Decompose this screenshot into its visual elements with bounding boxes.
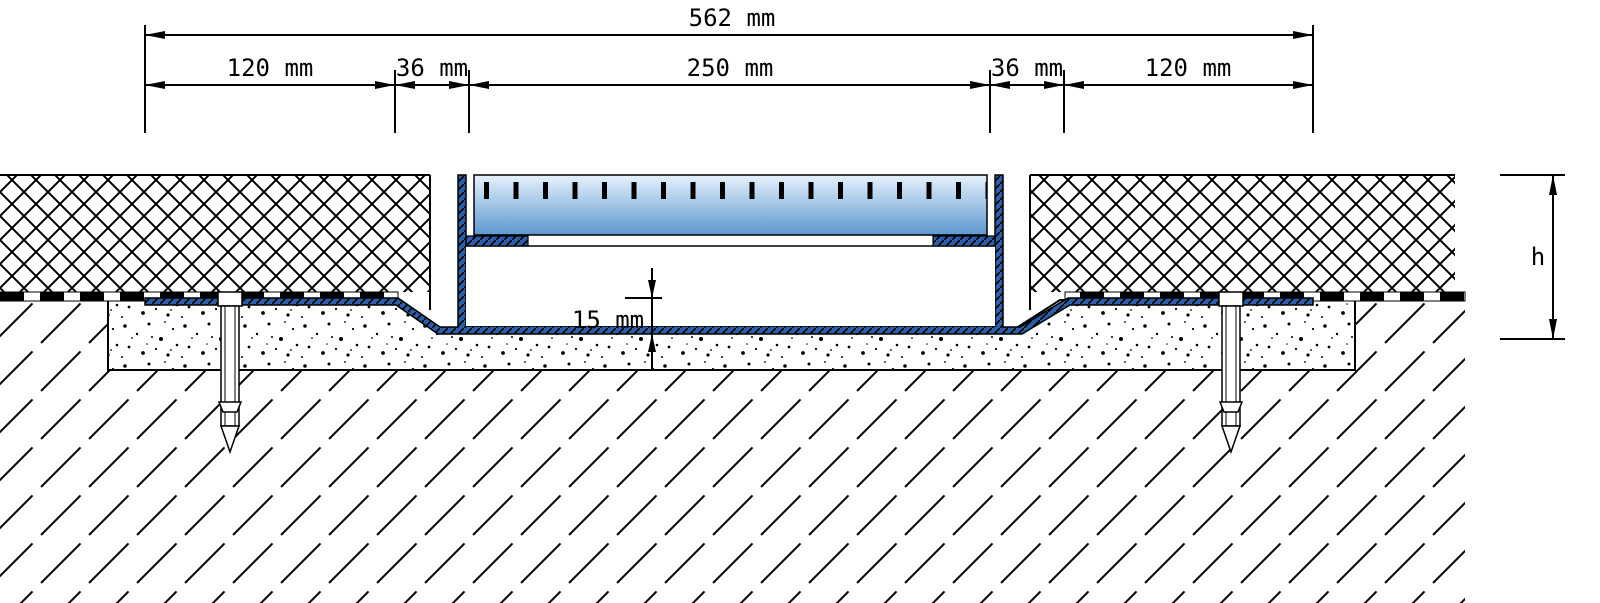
- height-dimension: [1500, 174, 1565, 340]
- floor-covering-left: [0, 174, 431, 310]
- height-label: h: [1531, 243, 1545, 271]
- overall-width-label: 562 mm: [689, 4, 776, 32]
- right-flange-width-label: 120 mm: [1145, 54, 1232, 82]
- depth-dimension: [625, 268, 662, 370]
- drain-grate: [473, 174, 988, 236]
- channel-interior: [466, 245, 995, 326]
- substrate-base: [0, 300, 1465, 603]
- anchor-bolt-right: [1218, 291, 1244, 455]
- anchor-bolt-left: [217, 291, 243, 455]
- floor-covering-right: [1029, 174, 1455, 310]
- drain-channel-body: [144, 174, 1314, 335]
- depth-label: 15 mm: [572, 306, 644, 334]
- left-flange-width-label: 120 mm: [227, 54, 314, 82]
- left-gap-width-label: 36 mm: [396, 54, 468, 82]
- dimension-lines: [144, 25, 1314, 133]
- grate-support-right: [932, 235, 996, 247]
- grate-support-left: [465, 235, 529, 247]
- channel-width-label: 250 mm: [687, 54, 774, 82]
- right-gap-width-label: 36 mm: [991, 54, 1063, 82]
